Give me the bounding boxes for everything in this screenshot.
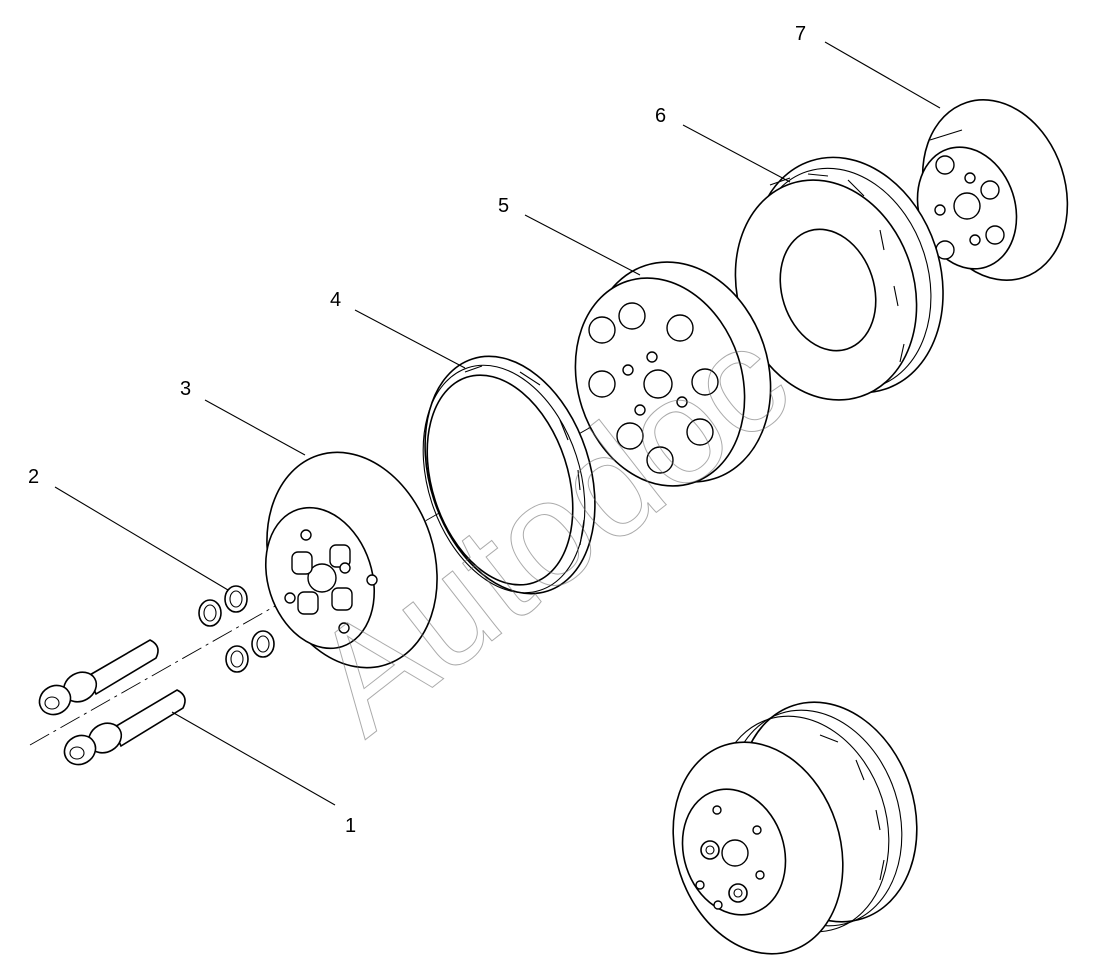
leader-2 — [54, 486, 229, 591]
leader-3 — [204, 399, 306, 456]
leader-7 — [824, 41, 941, 109]
callout-1: 1 — [345, 815, 356, 837]
callout-2: 2 — [28, 466, 39, 488]
part-3-hub-flange — [264, 451, 438, 669]
callout-5: 5 — [498, 195, 509, 217]
assembled-pulley-unit — [672, 701, 918, 955]
leader-6 — [682, 124, 791, 183]
callout-3: 3 — [180, 378, 191, 400]
callout-6: 6 — [655, 105, 666, 127]
part-4-thin-ring — [422, 355, 596, 595]
part-7-thrust-disc — [914, 99, 1069, 281]
bolt-upper — [38, 639, 159, 716]
leader-4 — [354, 309, 466, 369]
callout-7: 7 — [795, 23, 806, 45]
part-1-bolts — [38, 639, 186, 766]
part-5-drum-plate — [574, 261, 772, 487]
leader-1 — [171, 711, 336, 806]
bolt-lower — [63, 689, 186, 766]
callout-4: 4 — [330, 289, 341, 311]
leader-5 — [524, 214, 641, 276]
part-2-washers — [198, 585, 275, 673]
part-6-outer-ring — [734, 156, 944, 401]
